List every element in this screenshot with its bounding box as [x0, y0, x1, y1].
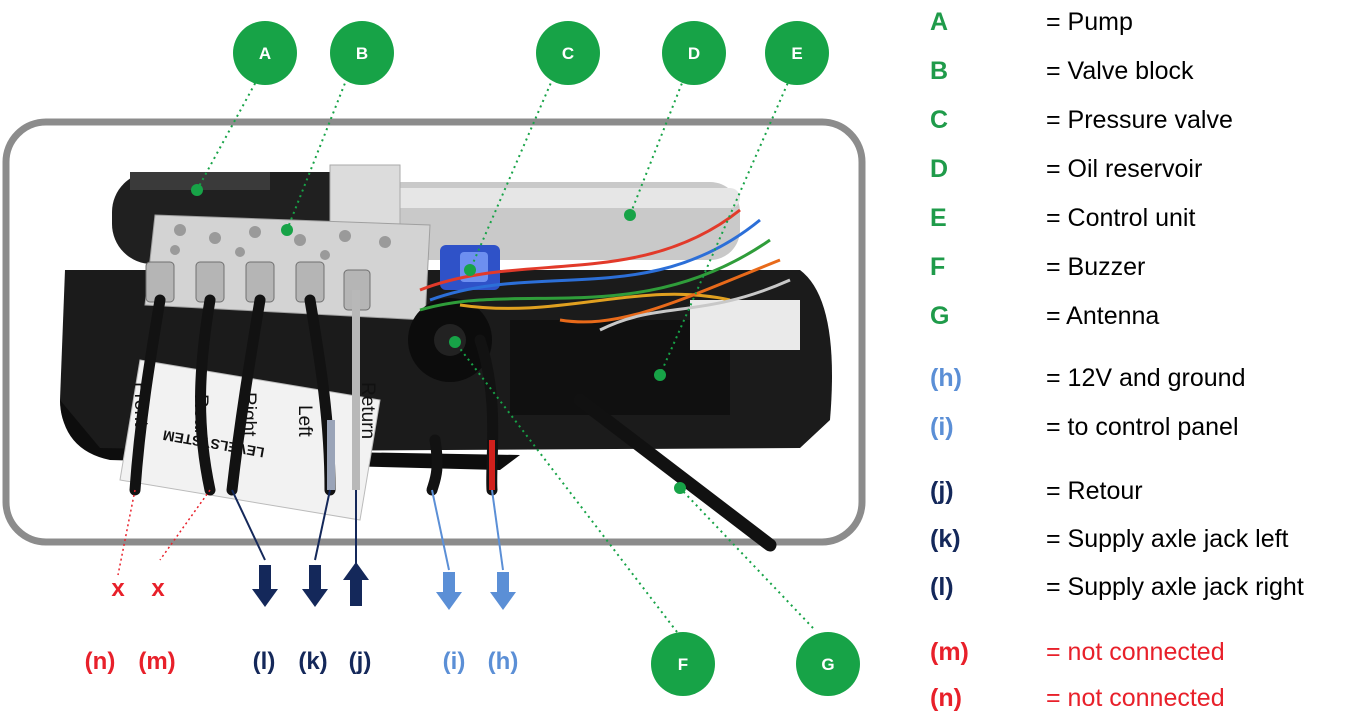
legend-desc-text: Pump [1067, 8, 1133, 36]
svg-text:B: B [356, 44, 368, 63]
wiring-bundle [419, 208, 791, 332]
key-n: (n) [85, 648, 116, 675]
svg-text:E: E [791, 44, 802, 63]
key-j: (j) [349, 648, 372, 675]
photo-frame [2, 118, 866, 546]
control-unit-connector [690, 300, 800, 350]
valve-bolts [170, 224, 391, 260]
badge-d: D [662, 21, 726, 85]
legend-desc: = not connected [1046, 638, 1225, 666]
badge-g: G [796, 632, 860, 696]
label-sticker [119, 359, 381, 521]
legend-desc-text: Pressure valve [1067, 106, 1233, 134]
legend-desc: = 12V and ground [1046, 364, 1246, 392]
legend-desc: = Supply axle jack left [1046, 525, 1289, 553]
legend-key: (k) [930, 525, 961, 553]
unit-photo: Front Rear Right Left Return LEVELSYSTEM [60, 164, 832, 552]
legend-key: C [930, 106, 949, 134]
svg-text:C: C [562, 44, 574, 63]
leader-f [454, 341, 678, 633]
legend-desc-text: not connected [1067, 638, 1225, 666]
connection-leaders [231, 489, 504, 580]
antenna [573, 393, 777, 552]
legend-key: A [930, 8, 949, 36]
return-rod [352, 290, 360, 490]
legend-desc-text: to control panel [1067, 413, 1239, 441]
legend-desc: = Valve block [1046, 57, 1194, 85]
leader-k [314, 489, 331, 561]
legend-desc: = to control panel [1046, 413, 1239, 441]
badge-e: E [765, 21, 829, 85]
leader-n [117, 489, 136, 576]
badge-b: B [330, 21, 394, 85]
legend-desc-text: Antenna [1066, 302, 1160, 330]
legend-desc-text: Supply axle jack right [1067, 573, 1304, 601]
svg-text:D: D [688, 44, 700, 63]
arrow-j [343, 562, 369, 606]
key-k: (k) [298, 648, 327, 675]
legend-desc: = Pressure valve [1046, 106, 1233, 134]
arrow-l [252, 565, 278, 607]
legend-desc-text: Buzzer [1067, 253, 1146, 281]
key-l: (l) [253, 648, 276, 675]
leader-d [629, 77, 685, 216]
leader-lines [196, 77, 814, 633]
legend-key: F [930, 253, 946, 281]
legend-desc: = Buzzer [1046, 253, 1146, 281]
legend-desc-text: Valve block [1067, 57, 1194, 85]
arrow-k [302, 565, 328, 607]
legend-desc-text: 12V and ground [1067, 364, 1246, 392]
badge-a: A [233, 21, 297, 85]
anchor-dots [191, 184, 686, 494]
legend-desc-text: Retour [1067, 477, 1143, 505]
legend-key: (n) [930, 684, 962, 712]
legend-desc: = Retour [1046, 477, 1143, 505]
reservoir-highlight [330, 188, 740, 208]
key-i: (i) [443, 648, 466, 675]
leader-g [679, 487, 814, 629]
legend-key: (j) [930, 477, 954, 505]
sticker-left: Left [294, 405, 315, 437]
legend-key: D [930, 155, 949, 183]
marker-x-m: x [151, 575, 165, 602]
key-h: (h) [488, 648, 519, 675]
legend-key: (l) [930, 573, 954, 601]
unconnected-leaders [117, 489, 211, 576]
legend-key: (m) [930, 638, 969, 666]
badge-f: F [651, 632, 715, 696]
legend-desc: = Supply axle jack right [1046, 573, 1304, 601]
legend-key: (h) [930, 364, 962, 392]
legend-desc-text: Control unit [1067, 204, 1196, 232]
legend-desc-text: Supply axle jack left [1067, 525, 1289, 553]
leader-c [469, 77, 554, 271]
leader-h [491, 489, 504, 571]
arrow-h [490, 572, 516, 610]
svg-text:G: G [821, 655, 834, 674]
legend-desc: = Control unit [1046, 204, 1196, 232]
svg-text:A: A [259, 44, 271, 63]
legend-desc: = not connected [1046, 684, 1225, 712]
legend-desc: = Oil reservoir [1046, 155, 1203, 183]
key-m: (m) [138, 648, 175, 675]
leader-i [431, 489, 450, 571]
legend-key: (i) [930, 413, 954, 441]
legend-desc: = Antenna [1046, 302, 1160, 330]
svg-text:F: F [678, 655, 688, 674]
legend-key: E [930, 204, 947, 232]
legend-desc-text: Oil reservoir [1067, 155, 1203, 183]
sticker-return: Return [357, 382, 378, 439]
legend-key: G [930, 302, 950, 330]
leader-l [231, 489, 266, 561]
left-hose-sleeve [327, 420, 335, 490]
legend-desc: = Pump [1046, 8, 1133, 36]
legend-desc-text: not connected [1067, 684, 1225, 712]
marker-x-n: x [111, 575, 125, 602]
leader-m [159, 489, 211, 561]
leader-e [659, 77, 791, 376]
badge-c: C [536, 21, 600, 85]
legend-key: B [930, 57, 949, 85]
arrow-i [436, 572, 462, 610]
pump-highlight [130, 172, 270, 190]
